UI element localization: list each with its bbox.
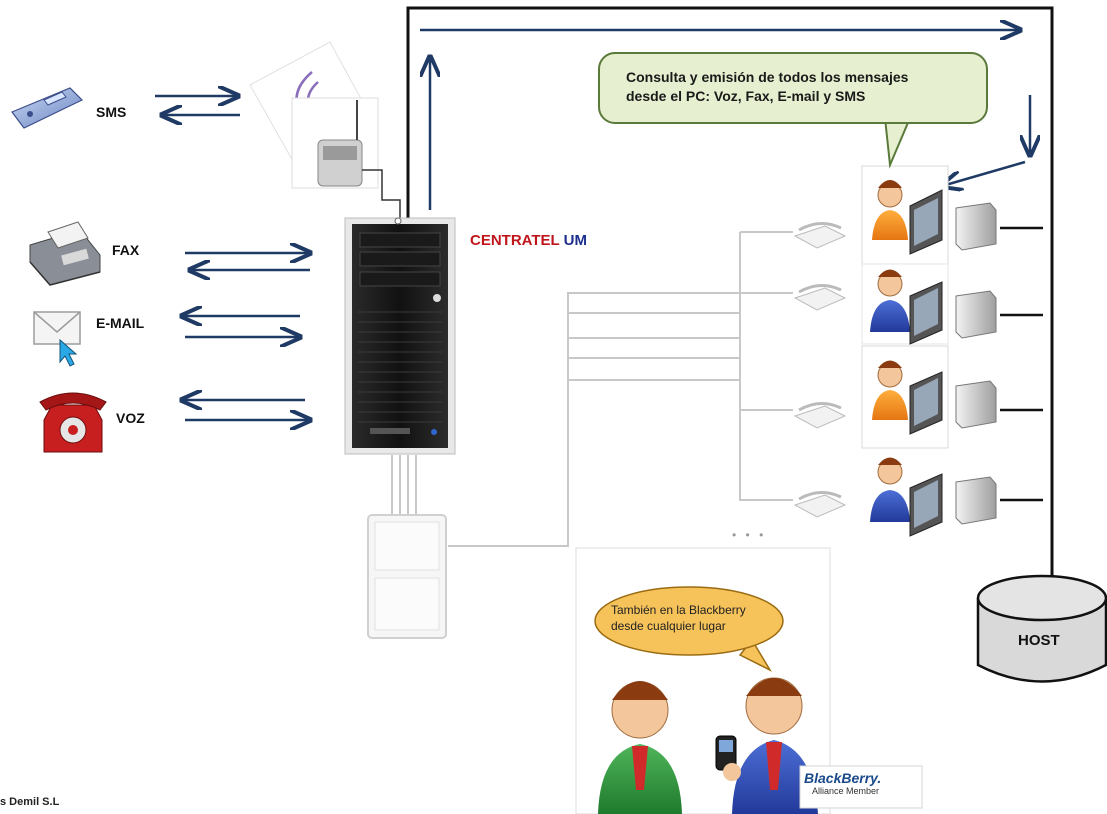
fax-machine-icon: [29, 221, 101, 286]
callout-pc-tail: [883, 117, 912, 169]
sms-label: SMS: [96, 104, 127, 120]
brand-um: UM: [563, 232, 587, 249]
callout-blackberry: También en la Blackberry desde cualquier…: [593, 585, 785, 661]
brand-centratel: CENTRATEL: [470, 232, 560, 249]
wireless-router-icon: [249, 41, 401, 218]
footer-text: s Demil S.L: [0, 796, 60, 808]
voz-label: VOZ: [116, 410, 145, 426]
blackberry-phone-icon: [715, 735, 741, 781]
fax-label: FAX: [112, 242, 140, 258]
user-at-pc-icon: [861, 165, 949, 537]
callout-pc-line1: Consulta y emisión de todos los mensajes: [626, 69, 909, 85]
blackberry-badge: BlackBerry. Alliance Member: [804, 770, 881, 796]
host-links: [1000, 226, 1043, 502]
callout-blackberry-line2: desde cualquier lugar: [611, 619, 726, 633]
blackberry-badge-name: BlackBerry.: [804, 770, 882, 786]
patch-panel-icon: [367, 514, 447, 639]
callout-blackberry-line1: También en la Blackberry: [611, 603, 746, 617]
mobile-phone-icon: [11, 87, 84, 129]
callout-blackberry-bubble: [594, 586, 784, 656]
callout-pc: Consulta y emisión de todos los mensajes…: [598, 52, 988, 124]
flow-arrows: [155, 30, 1030, 420]
email-envelope-icon: [33, 311, 81, 367]
server-brand-label: CENTRATEL UM: [470, 232, 587, 249]
blackberry-badge-subtitle: Alliance Member: [812, 786, 880, 796]
business-man-icon: [732, 677, 818, 814]
server-tower-icon: [344, 217, 456, 455]
business-man-icon: [598, 681, 682, 814]
red-telephone-icon: [39, 392, 107, 453]
host-database-icon: [976, 574, 1107, 683]
desk-phone-icon: [793, 222, 847, 518]
frame-line: [406, 6, 1054, 590]
callout-pc-bubble: [598, 52, 988, 124]
email-label: E-MAIL: [96, 315, 145, 331]
pc-tower-icon: [955, 202, 997, 525]
more-ellipsis: • • •: [732, 528, 767, 542]
host-label: HOST: [1018, 632, 1060, 649]
phone-lines: [391, 231, 793, 547]
callout-pc-text: Consulta y emisión de todos los mensajes…: [626, 68, 908, 106]
callout-blackberry-text: También en la Blackberry desde cualquier…: [611, 602, 746, 634]
callout-pc-line2: desde el PC: Voz, Fax, E-mail y SMS: [626, 88, 866, 104]
